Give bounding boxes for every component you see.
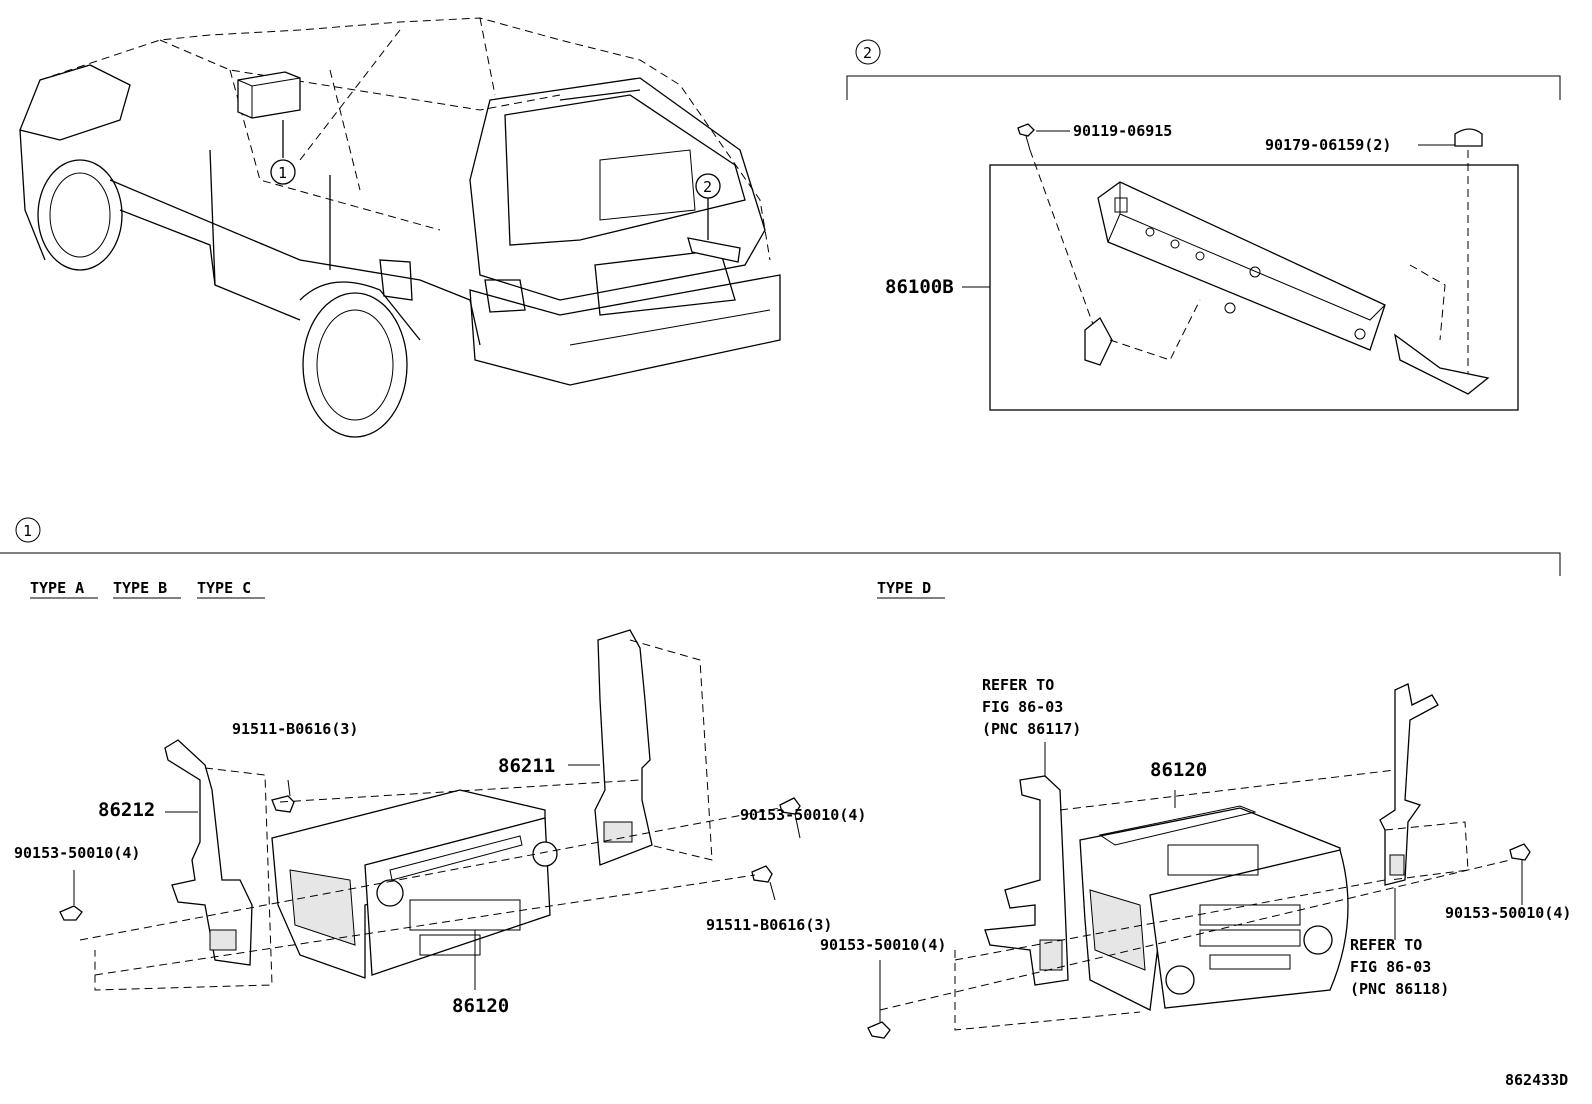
- part-label: 86120: [452, 995, 509, 1017]
- part-label: 90153-50010(4): [1445, 904, 1571, 922]
- screw-icon: [751, 865, 773, 883]
- part-label: 2: [863, 44, 872, 62]
- callout-2-header: [855, 39, 881, 65]
- part-label: 86120: [1150, 759, 1207, 781]
- part-label: 90119-06915: [1073, 122, 1172, 140]
- section-1-left-assembly: 86120 86211 86212 91511-B0616(3) 91511-B…: [14, 629, 866, 1017]
- part-label: 90153-50010(4): [14, 844, 140, 862]
- part-label: 86212: [98, 799, 155, 821]
- bolt-icon: [1509, 843, 1531, 861]
- figure-id: 862433D: [1505, 1071, 1568, 1089]
- part-label: 2: [703, 178, 712, 196]
- part-label: 90153-50010(4): [740, 806, 866, 824]
- refer-a-line3: (PNC 86117): [982, 720, 1081, 738]
- part-label: 1: [23, 522, 32, 540]
- callout-1-header: [15, 517, 41, 543]
- part-label: 90179-06159(2): [1265, 136, 1391, 154]
- clip-icon: [1454, 128, 1483, 147]
- part-label: 86211: [498, 755, 555, 777]
- callout-2-vehicle: [695, 173, 721, 199]
- bolt-icon: [779, 797, 801, 815]
- refer-a-line1: REFER TO: [982, 676, 1054, 694]
- part-label: 91511-B0616(3): [706, 916, 832, 934]
- bolt-icon: [1017, 123, 1035, 137]
- section-1-header: 1 TYPE A TYPE B TYPE C TYPE D: [0, 517, 1561, 599]
- part-label: 86100B: [885, 276, 954, 298]
- type-a-label: TYPE A: [30, 579, 84, 597]
- refer-a-line2: FIG 86-03: [982, 698, 1063, 716]
- vehicle-illustration: 1 2: [19, 17, 781, 438]
- type-b-label: TYPE B: [113, 579, 167, 597]
- section-2-amplifier: 2 90119-06915 90179-06159(2) 86100B: [846, 39, 1561, 411]
- screw-icon: [271, 795, 295, 813]
- section-1-right-assembly: REFER TO FIG 86-03 (PNC 86117) 86120 REF…: [820, 676, 1571, 1039]
- refer-b-line1: REFER TO: [1350, 936, 1422, 954]
- refer-b-line3: (PNC 86118): [1350, 980, 1449, 998]
- type-d-label: TYPE D: [877, 579, 931, 597]
- part-label: 91511-B0616(3): [232, 720, 358, 738]
- callout-1-vehicle: [270, 159, 296, 185]
- type-c-label: TYPE C: [197, 579, 251, 597]
- refer-b-line2: FIG 86-03: [1350, 958, 1431, 976]
- bolt-icon: [867, 1021, 891, 1039]
- bolt-icon: [59, 905, 83, 921]
- part-label: 1: [278, 164, 287, 182]
- part-label: 90153-50010(4): [820, 936, 946, 954]
